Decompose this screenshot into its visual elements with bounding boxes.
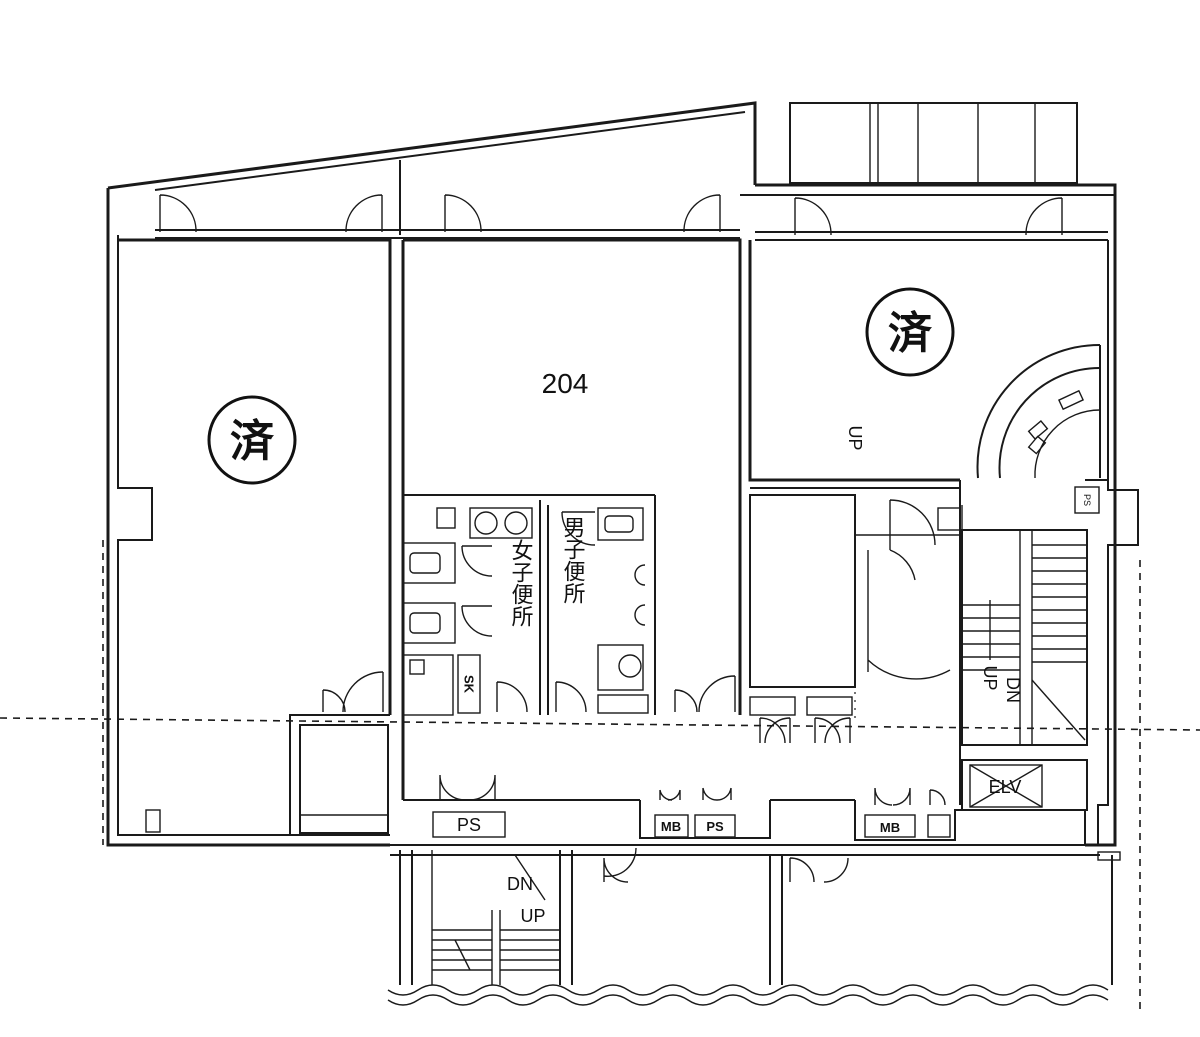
stair-treads <box>962 544 1087 671</box>
bottom-units <box>769 851 1121 985</box>
ps-main-label: PS <box>457 815 481 835</box>
ps-small-label: PS <box>1082 494 1092 506</box>
exterior-walls <box>106 101 1139 847</box>
bottom-stair <box>399 850 573 985</box>
top-doors <box>159 194 1063 236</box>
curved-ramp <box>976 343 1101 479</box>
up-upper-label: UP <box>845 425 865 450</box>
right-stair <box>961 505 1088 761</box>
elevator-label: ELV <box>989 777 1022 797</box>
reference-line-horizontal <box>0 717 1200 731</box>
stamp-right-text: 済 <box>888 308 933 359</box>
room-left <box>118 238 392 835</box>
corridor <box>299 724 1100 856</box>
stamp-left-text: 済 <box>230 416 275 467</box>
dn-stair-bottom-label: DN <box>507 874 533 894</box>
elevator <box>961 759 1088 811</box>
stamp-left: 済 <box>207 395 297 485</box>
restroom-men <box>547 505 649 715</box>
mb-left-label: MB <box>661 819 681 834</box>
break-line <box>387 984 1109 1006</box>
sk-label: SK <box>462 675 477 694</box>
stamp-right: 済 <box>865 287 955 377</box>
room-number-label: 204 <box>542 368 589 399</box>
restroom-women <box>402 500 541 716</box>
up-stair-bottom-label: UP <box>520 906 545 926</box>
restroom-women-label: 女子便所 <box>508 539 534 627</box>
ps-right-label: PS <box>706 819 724 834</box>
dn-stair-right-label: DN <box>1003 677 1023 703</box>
restroom-men-label: 男子便所 <box>560 516 586 604</box>
mb-right-label: MB <box>880 820 900 835</box>
door-pairs <box>322 671 946 883</box>
up-stair-right-label: UP <box>980 665 1000 690</box>
room-right <box>748 240 1108 805</box>
right-core <box>749 494 961 720</box>
service-boxes <box>145 486 1100 838</box>
